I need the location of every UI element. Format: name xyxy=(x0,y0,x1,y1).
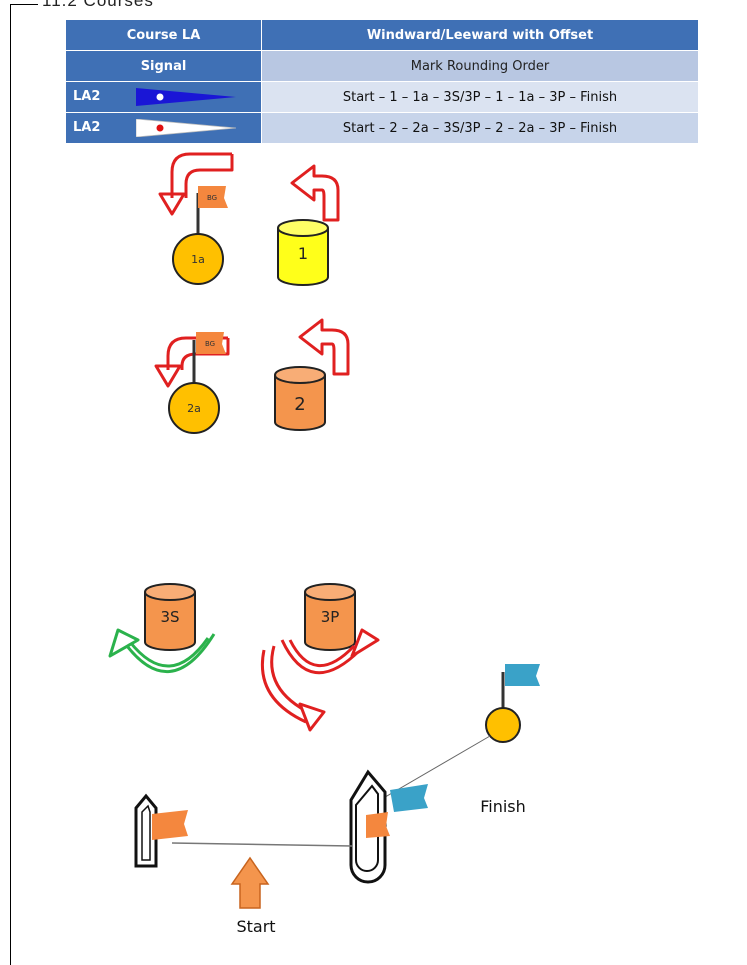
buoy-2a xyxy=(168,382,220,434)
red-rounding-arrow-3p xyxy=(260,628,380,732)
mark-3s-cylinder xyxy=(144,583,196,651)
red-rounding-arrow-1a xyxy=(158,152,234,216)
flag-2a-label: BG xyxy=(205,340,215,348)
course-table: Course LA Windward/Leeward with Offset S… xyxy=(65,19,699,144)
mark-3p-cylinder xyxy=(304,583,356,651)
mark-3p-label: 3P xyxy=(321,608,340,626)
red-rounding-arrow-2 xyxy=(298,318,350,376)
rounding-order: Start – 2 – 2a – 3S/3P – 2 – 2a – 3P – F… xyxy=(261,112,699,144)
header-course: Course LA xyxy=(65,19,262,51)
blue-pennant-icon xyxy=(136,88,236,106)
red-rounding-arrow-1 xyxy=(290,164,340,222)
flag-2a-icon: BG xyxy=(196,332,226,354)
signal-label: LA2 xyxy=(73,120,101,135)
mark-1a-label: 1a xyxy=(191,253,205,266)
mark-2-label: 2 xyxy=(294,394,305,415)
mark-2a-label: 2a xyxy=(187,402,201,415)
frame-top-rule xyxy=(10,4,38,5)
finish-buoy xyxy=(485,707,521,743)
start-direction-arrow-icon xyxy=(230,856,270,909)
finish-blue-flag-icon xyxy=(505,664,540,686)
frame-left-border xyxy=(10,4,11,965)
mark-1-label: 1 xyxy=(298,244,308,263)
flag-1a-label: BG xyxy=(207,194,217,202)
signal-label: LA2 xyxy=(73,89,101,104)
start-label: Start xyxy=(236,917,275,936)
mark-3s-label: 3S xyxy=(160,608,179,626)
pin-end-boat-icon xyxy=(134,793,188,868)
finish-label: Finish xyxy=(480,797,526,816)
red-rounding-arrow-2a xyxy=(154,336,230,388)
green-rounding-arrow-3s xyxy=(108,628,216,673)
flag-1a-icon: BG xyxy=(198,186,228,208)
buoy-1a xyxy=(172,233,224,285)
white-pennant-icon xyxy=(136,119,236,137)
committee-boat-icon xyxy=(349,769,428,884)
table-row: LA2 Start – 1 – 1a – 3S/3P – 1 – 1a – 3P… xyxy=(65,81,699,113)
mark-2-cylinder xyxy=(274,366,326,431)
mark-1-cylinder xyxy=(277,219,329,286)
subheader-order: Mark Rounding Order xyxy=(261,50,699,82)
start-line xyxy=(171,842,353,847)
page-heading: 11.2 Courses xyxy=(42,0,154,10)
rounding-order: Start – 1 – 1a – 3S/3P – 1 – 1a – 3P – F… xyxy=(261,81,699,113)
signal-cell: LA2 xyxy=(65,112,262,144)
table-row: LA2 Start – 2 – 2a – 3S/3P – 2 – 2a – 3P… xyxy=(65,112,699,144)
